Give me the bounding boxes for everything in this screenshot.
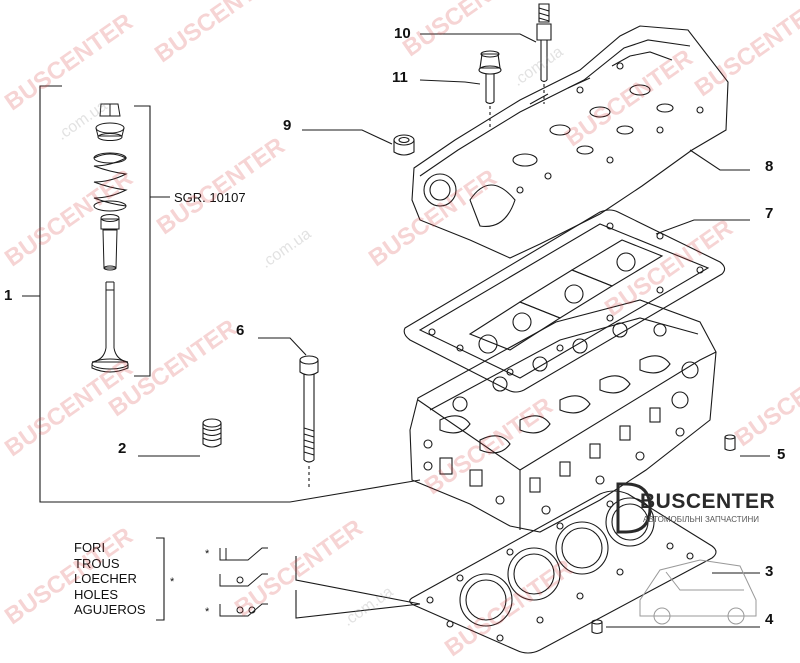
hole-symbols — [219, 547, 268, 617]
head-bolt-part-6 — [299, 355, 319, 463]
hole-marker-2: * — [170, 576, 175, 588]
cylinder-head-part-1 — [409, 299, 717, 533]
hole-marker-3: * — [205, 606, 210, 618]
logo-mark — [616, 482, 652, 534]
subgroup-reference: SGR. 10107 — [174, 190, 246, 205]
bolt-part-11 — [478, 50, 502, 105]
callout-10: 10 — [394, 25, 411, 42]
bracket-item-1 — [22, 85, 421, 503]
callout-7: 7 — [765, 205, 774, 222]
stud-part-10 — [536, 3, 552, 83]
callout-8: 8 — [765, 158, 774, 175]
dowel-part-5 — [724, 434, 736, 452]
callout-4: 4 — [765, 611, 774, 628]
logo-tagline: АВТОМОБІЛЬНІ ЗАПЧАСТИНИ — [643, 515, 759, 524]
hole-marker-1: * — [205, 548, 210, 560]
callout-1: 1 — [4, 287, 13, 304]
callout-9: 9 — [283, 117, 292, 134]
logo-brand-name: BUSCENTER — [640, 490, 776, 513]
cam-carrier-part-8 — [411, 25, 729, 259]
hole-legend: FORI TROUS LOECHER HOLES AGUJEROS — [74, 540, 146, 618]
callout-11: 11 — [392, 69, 408, 86]
dowel-part-4 — [591, 619, 603, 635]
gasket-part-7 — [403, 209, 726, 393]
plug-part-9 — [393, 134, 415, 156]
hole-label-holes: HOLES — [74, 586, 119, 602]
hole-label-agujeros: AGUJEROS — [74, 602, 146, 618]
hole-label-fori: FORI — [74, 540, 106, 555]
hole-label-trous: TROUS — [74, 555, 120, 571]
callout-2: 2 — [118, 440, 127, 457]
plug-part-2 — [202, 418, 222, 448]
callout-5: 5 — [777, 446, 786, 463]
callout-3: 3 — [765, 563, 774, 580]
logo-car-sketch — [639, 559, 757, 625]
callout-6: 6 — [236, 322, 245, 339]
valve-assembly — [91, 103, 129, 373]
hole-label-loecher: LOECHER — [74, 571, 137, 587]
